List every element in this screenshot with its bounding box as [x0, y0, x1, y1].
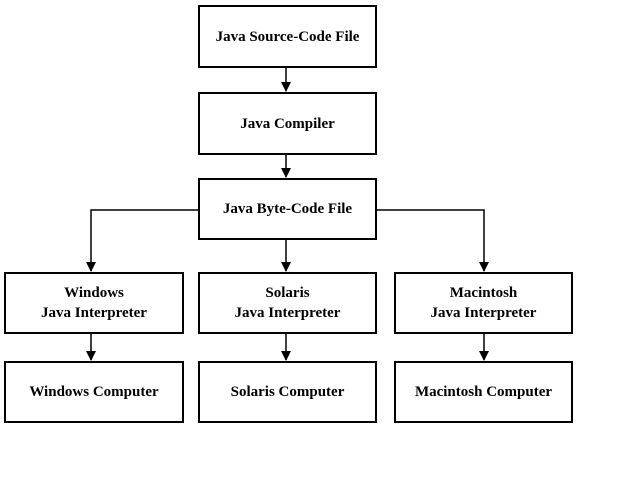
node-label: Windows Computer — [29, 384, 159, 400]
node-solaris-computer: Solaris Computer — [198, 361, 377, 423]
arrow-bytecode-to-windows-interpreter — [86, 209, 198, 272]
node-java-compiler: Java Compiler — [198, 92, 377, 155]
node-label-line1: Solaris — [265, 285, 310, 301]
node-label: Java Source-Code File — [215, 28, 360, 45]
arrow-bytecode-to-macintosh-interpreter — [377, 209, 489, 272]
node-label-line1: Macintosh — [449, 285, 518, 301]
node-label-line2: Java Interpreter — [41, 305, 147, 321]
node-windows-computer: Windows Computer — [4, 361, 184, 423]
node-macintosh-java-interpreter: Macintosh Java Interpreter — [394, 272, 573, 334]
node-java-source-code-file: Java Source-Code File — [198, 5, 377, 68]
node-label-line1: Windows — [64, 285, 124, 301]
node-label-line2: Java Interpreter — [430, 305, 537, 321]
node-windows-java-interpreter: Windows Java Interpreter — [4, 272, 184, 334]
node-label: Java Compiler — [240, 115, 335, 132]
node-macintosh-computer: Macintosh Computer — [394, 361, 573, 423]
node-label: Macintosh Computer — [414, 384, 553, 400]
node-label: Java Byte-Code File — [222, 201, 353, 217]
node-label: Solaris Computer — [230, 384, 345, 400]
node-java-byte-code-file: Java Byte-Code File — [198, 178, 377, 240]
node-label-line2: Java Interpreter — [234, 305, 341, 321]
node-solaris-java-interpreter: Solaris Java Interpreter — [198, 272, 377, 334]
